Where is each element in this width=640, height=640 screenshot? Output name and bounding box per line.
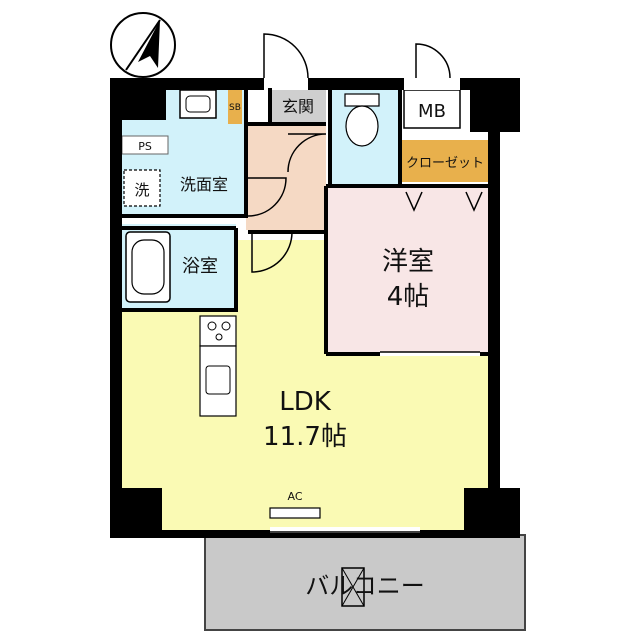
balcony-label: バルコニー <box>305 572 425 600</box>
ps-label: PS <box>138 140 152 153</box>
western-room-area <box>326 188 490 352</box>
western-room-size-label: 4帖 <box>387 282 430 312</box>
closet-area <box>400 140 490 182</box>
stove-icon <box>199 315 237 347</box>
closet-label: クローゼット <box>406 156 484 171</box>
balcony-drain-icon <box>341 567 365 607</box>
ldk-name-label: LDK <box>279 387 332 417</box>
walls <box>110 78 520 538</box>
north-arrow-icon <box>110 12 176 78</box>
ac-unit <box>269 507 321 519</box>
washer-icon: 洗 <box>123 169 161 207</box>
sink-icon <box>179 89 217 119</box>
balcony-area <box>204 534 526 631</box>
entrance-label: 玄関 <box>282 97 314 116</box>
sb-label: SB <box>229 103 241 113</box>
ldk-size-label: 11.7帖 <box>263 422 347 452</box>
entrance-area <box>270 88 326 124</box>
bath-label: 浴室 <box>182 256 218 277</box>
hall-area <box>246 124 326 230</box>
washer-label: 洗 <box>134 181 149 199</box>
closet-hanger-marks <box>405 191 483 212</box>
doors <box>247 33 488 533</box>
washroom-label: 洗面室 <box>180 175 228 194</box>
mb-label: MB <box>418 101 446 122</box>
bathtub-icon <box>125 231 171 303</box>
toilet-icon <box>344 93 380 147</box>
shoe-box <box>228 88 242 124</box>
kitchen-sink-icon <box>199 345 237 417</box>
western-room-name-label: 洋室 <box>382 247 434 277</box>
ac-label: AC <box>287 490 302 503</box>
